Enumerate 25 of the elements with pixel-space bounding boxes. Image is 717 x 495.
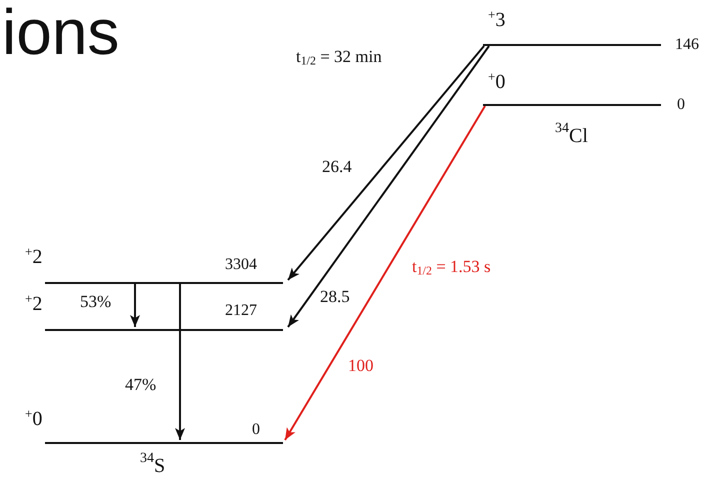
half-life: t$_{1/2}$ = 32 min — [296, 48, 382, 68]
transition-arrow — [287, 45, 490, 328]
nuclide-label: $^{34}$Cl — [555, 122, 588, 146]
edge-label: 28.5 — [320, 288, 350, 305]
heading: ions — [2, 0, 120, 64]
level-energy: 2127 — [225, 303, 257, 319]
nuclide-label: $^{34}$S — [140, 452, 166, 476]
level-energy: 146 — [675, 37, 699, 53]
spin-parity: $^{+}$2 — [25, 245, 42, 267]
transition-arrow — [284, 105, 486, 441]
spin-parity: $^{+}$2 — [25, 292, 42, 314]
level-energy: 3304 — [225, 257, 257, 273]
edge-label: 47% — [125, 376, 156, 393]
edge-label: 100 — [348, 357, 374, 374]
edge-label: 53% — [80, 293, 112, 310]
spin-parity: $^{+}$0 — [488, 70, 506, 92]
spin-parity: $^{+}$0 — [25, 407, 42, 429]
level-energy: 0 — [252, 422, 260, 438]
transition-arrow — [287, 45, 485, 281]
spin-parity: $^{+}$3 — [488, 8, 506, 30]
transition-arrow — [130, 284, 140, 327]
edge-label: 26.4 — [322, 158, 352, 175]
transition-arrow — [175, 284, 185, 440]
half-life: t$_{1/2}$ = 1.53 s — [412, 258, 491, 278]
level-energy: 0 — [677, 97, 685, 113]
